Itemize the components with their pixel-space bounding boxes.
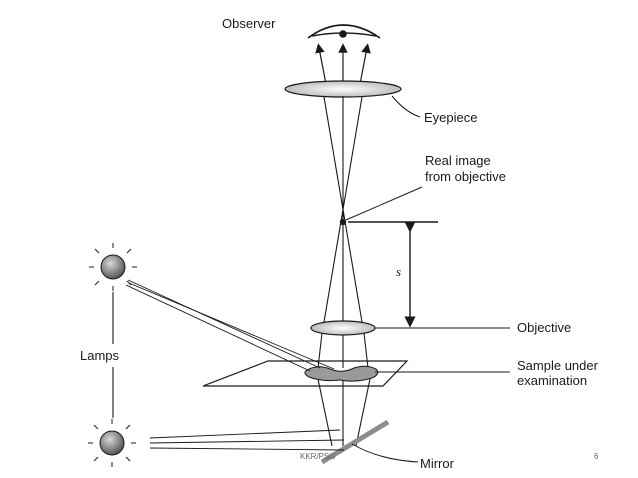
footer-author: KKR/PSG [300,452,336,461]
real-image-label-line1: Real image [425,153,491,168]
observer-rays [315,43,371,85]
objective-to-eyepiece-rays [323,96,363,323]
eyepiece-lens [284,80,402,98]
real-image-point [339,218,347,226]
mirror-label: Mirror [420,456,455,471]
sample-label-line1: Sample under [517,358,599,373]
objective-label: Objective [517,320,571,335]
eyepiece-leader [391,95,421,118]
objective-lens [310,320,376,336]
page-number: 6 [594,452,599,461]
observer-label: Observer [222,16,276,31]
s-label: s [396,264,401,279]
sample-label-line2: examination [517,373,587,388]
objective-to-sample-rays [317,332,369,369]
lower-lamp-rays [149,429,345,451]
upper-lamp-rays [125,279,335,372]
mirror [320,419,390,465]
sample-stage [202,360,409,387]
eyepiece-label: Eyepiece [424,110,477,125]
eye-icon [307,24,381,39]
sample-to-mirror-rays [317,378,371,447]
sample-specimen [304,365,379,382]
real-image-label-line2: from objective [425,169,506,184]
lamps-label: Lamps [80,348,120,363]
lower-lamp [88,419,136,467]
real-image-leader [345,186,423,221]
mirror-leader [351,443,419,463]
upper-lamp [89,243,137,291]
s-dimension [348,221,438,328]
